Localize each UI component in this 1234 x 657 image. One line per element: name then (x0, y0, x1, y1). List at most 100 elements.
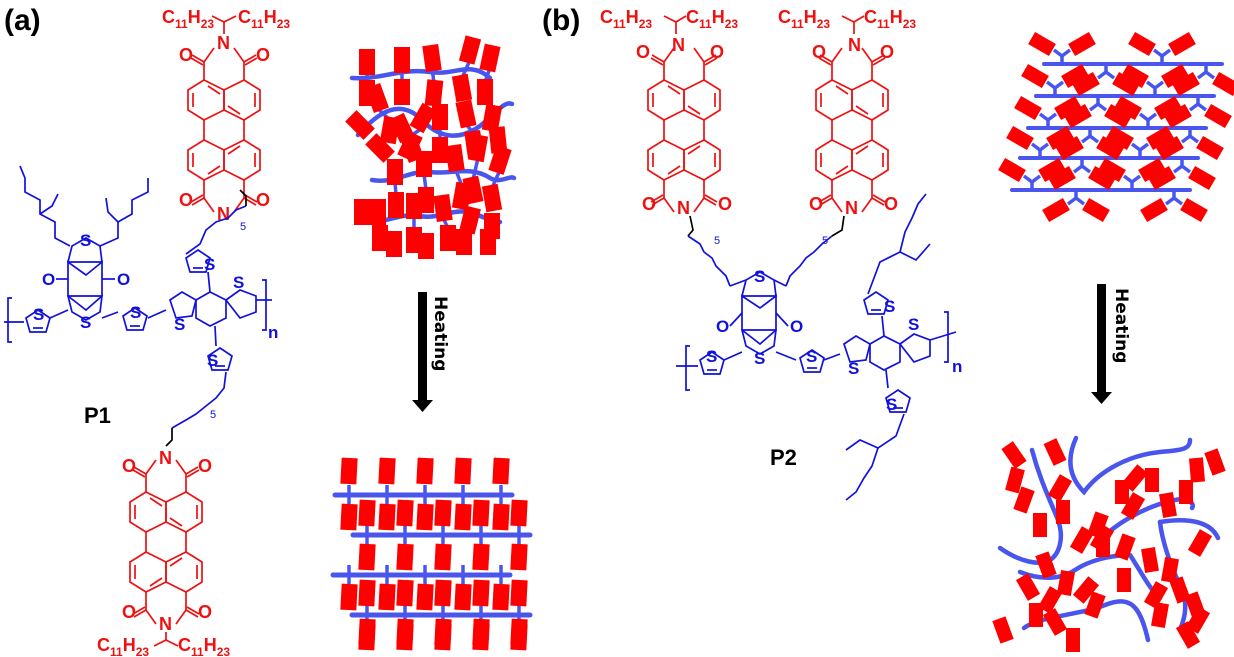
side-chain-link (1060, 48, 1072, 58)
carbonyl-o: O (880, 42, 894, 62)
pdi-block (1114, 95, 1142, 121)
p2-right-alkyl-right: C11H23 (864, 7, 916, 31)
side-chain-link (1180, 164, 1192, 174)
pdi-block (1028, 31, 1056, 57)
p1-spacer-bottom-count: 5 (210, 409, 216, 421)
p2-label: P2 (770, 445, 797, 470)
pdi-block (455, 99, 477, 129)
pdi-block (1172, 71, 1200, 97)
p2-right-pdi: C11H23 C11H23 N O O O O N (778, 7, 916, 237)
pdi-block (396, 579, 414, 607)
pdi-block (1056, 135, 1084, 161)
pdi-block (1140, 197, 1168, 223)
pdi-block (1161, 63, 1189, 89)
side-chain-link (1022, 174, 1034, 184)
p1-label: P1 (84, 403, 111, 428)
p1-spacer-top-count: 5 (240, 221, 246, 233)
pdi-block (1006, 125, 1034, 151)
side-chain-link (1052, 48, 1064, 58)
pdi-block (1056, 500, 1070, 524)
pdi-block (472, 579, 490, 607)
pdi-block (510, 499, 528, 527)
p2-spacer-left-count: 5 (714, 235, 720, 247)
p2-backbone: 5 5 S S O O S S S S n (676, 193, 962, 501)
side-chain-link (1188, 134, 1200, 144)
p2-left-pdi: C11H23 C11H23 N O O O O N (600, 7, 738, 237)
carbonyl-o: O (179, 45, 193, 65)
pdi-block (1156, 135, 1184, 161)
pdi-block (488, 145, 512, 175)
side-chain-link (1080, 134, 1092, 144)
p2-right-alkyl-left: C11H23 (778, 7, 830, 31)
pdi-block (1033, 513, 1047, 537)
pdi-block (510, 543, 528, 571)
imide-n: N (159, 448, 172, 468)
pdi-block (394, 47, 410, 73)
polymer-chain (1068, 435, 1193, 496)
sulfur-atom: S (908, 315, 919, 334)
pdi-block (396, 618, 414, 646)
pdi-block (1088, 165, 1116, 191)
p1-backbone: S S S O O S S S n S (4, 165, 278, 429)
panel-a-label: (a) (4, 4, 41, 37)
pdi-block (1175, 621, 1201, 649)
pdi-block (345, 110, 375, 140)
carbonyl-o: O (42, 270, 55, 289)
panel-b-label: (b) (542, 4, 580, 37)
side-chain-link (1188, 102, 1200, 112)
carbonyl-o: O (812, 42, 826, 62)
pdi-block (1048, 165, 1076, 191)
pdi-block (1148, 165, 1176, 191)
pdi-block (359, 49, 375, 75)
side-chain-link (1038, 112, 1050, 122)
pdi-block (1001, 441, 1027, 469)
polymer-chain (1157, 518, 1221, 541)
pdi-block (1015, 573, 1041, 601)
pdi-block (1106, 125, 1134, 151)
sulfur-atom: S (754, 267, 765, 286)
pdi-block (1188, 457, 1206, 483)
pdi-block (1043, 438, 1067, 466)
pdi-block (358, 579, 376, 607)
pdi-block (1084, 591, 1106, 619)
side-chain-link (1088, 134, 1100, 144)
pdi-block (422, 44, 442, 72)
imide-n: N (159, 614, 172, 634)
polymer-chain (997, 447, 1064, 565)
pdi-block (1064, 103, 1092, 129)
side-chain-link (1072, 164, 1084, 174)
side-chain-link (1030, 174, 1042, 184)
polymer-chain (1017, 552, 1128, 580)
polymer-chain (349, 67, 493, 81)
pdi-block (1061, 63, 1089, 89)
p1-top-pdi: C11H23 C11H23 N O O O O N (162, 7, 290, 224)
pdi-block (1104, 103, 1132, 129)
p1-bottom-alkyl-left: C11H23 (97, 635, 149, 657)
pdi-block (1047, 474, 1073, 502)
pdi-block (340, 457, 358, 485)
pdi-block (416, 503, 434, 531)
p1-top-alkyl-left: C11H23 (162, 7, 214, 31)
pdi-block (378, 503, 396, 531)
pdi-block (992, 616, 1014, 644)
pdi-block (1114, 533, 1136, 561)
pdi-block (434, 618, 452, 646)
pdi-block (340, 503, 358, 531)
side-chain-link (1080, 164, 1092, 174)
pdi-block (1164, 103, 1192, 129)
pdi-block (1066, 628, 1080, 652)
pdi-block (1042, 197, 1070, 223)
carbonyl-o: O (117, 270, 130, 289)
side-chain-link (1172, 196, 1184, 206)
side-chain-link (1030, 142, 1042, 152)
pdi-block (387, 159, 403, 185)
p2-after-heating-schematic (992, 435, 1226, 652)
sulfur-atom: S (174, 315, 185, 334)
imide-n: N (848, 35, 861, 55)
pdi-block (432, 137, 448, 163)
p2-repeat-n: n (952, 357, 962, 376)
pdi-block (1096, 135, 1124, 161)
sulfur-atom: S (80, 313, 91, 332)
carbonyl-o: O (256, 45, 270, 65)
pdi-block (358, 618, 376, 646)
